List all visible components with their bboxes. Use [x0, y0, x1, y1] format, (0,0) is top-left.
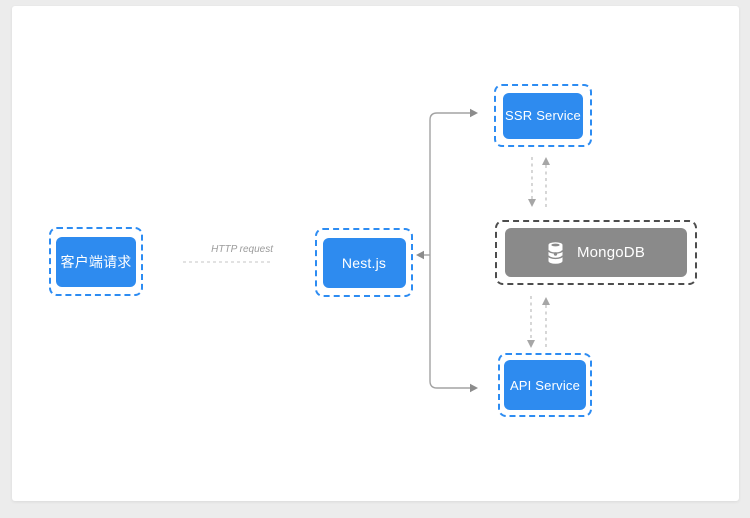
node-ssr-service-label: SSR Service [505, 108, 581, 123]
node-ssr-service: SSR Service [494, 84, 592, 147]
node-mongodb-label: MongoDB [576, 244, 646, 261]
http-request-label: HTTP request [211, 244, 273, 255]
node-client-request: 客户端请求 [49, 227, 143, 296]
node-client-request-label: 客户端请求 [60, 253, 132, 270]
node-api-service-label: API Service [509, 377, 581, 393]
node-nestjs-label: Nest.js [341, 254, 387, 271]
node-nestjs-box: Nest.js [322, 237, 406, 288]
node-mongodb: MongoDB [495, 220, 697, 285]
node-api-service: API Service [498, 353, 592, 417]
database-icon [547, 241, 564, 265]
node-client-request-box: 客户端请求 [56, 236, 136, 287]
node-ssr-service-box: SSR Service [503, 92, 583, 139]
node-nestjs: Nest.js [315, 228, 413, 297]
node-api-service-box: API Service [504, 360, 586, 410]
node-mongodb-box: MongoDB [505, 228, 687, 277]
